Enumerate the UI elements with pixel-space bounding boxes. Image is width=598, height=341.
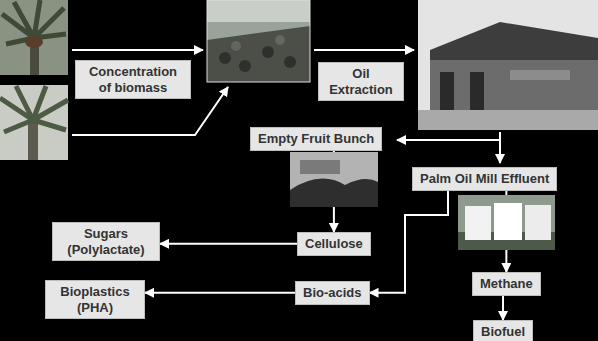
process-box: Palm Oil Mill Effluent <box>412 167 557 191</box>
process-box: Oil Extraction <box>318 62 404 101</box>
palm-photo <box>0 85 68 160</box>
factory-photo <box>418 0 598 130</box>
process-box: Concentration of biomass <box>75 60 191 99</box>
box-label: Bioplastics (PHA) <box>53 284 137 315</box>
box-label: Palm Oil Mill Effluent <box>420 171 549 187</box>
process-box: Bio-acids <box>295 281 370 305</box>
box-label: Cellulose <box>305 236 363 252</box>
tanks-photo <box>458 195 555 250</box>
process-box: Sugars (Polylactate) <box>52 222 160 261</box>
box-label: Oil Extraction <box>326 66 396 97</box>
process-box: Bioplastics (PHA) <box>45 280 145 319</box>
flow-connector <box>145 292 295 294</box>
process-box: Empty Fruit Bunch <box>250 127 382 151</box>
process-box: Cellulose <box>297 232 371 256</box>
flow-arrow <box>72 50 500 163</box>
box-label: Sugars (Polylactate) <box>60 226 152 257</box>
fruit-pile-photo <box>207 0 310 82</box>
flow-connector <box>370 191 448 293</box>
process-box: Biofuel <box>473 320 533 341</box>
palm-photo <box>0 0 68 75</box>
process-box: Methane <box>472 272 541 296</box>
box-label: Bio-acids <box>303 285 362 301</box>
box-label: Empty Fruit Bunch <box>258 131 374 147</box>
box-label: Methane <box>480 276 533 292</box>
flow-connector <box>502 296 504 320</box>
flow-connector <box>160 243 297 245</box>
box-label: Biofuel <box>481 324 525 340</box>
efb-photo <box>290 152 378 207</box>
box-label: Concentration of biomass <box>83 64 183 95</box>
